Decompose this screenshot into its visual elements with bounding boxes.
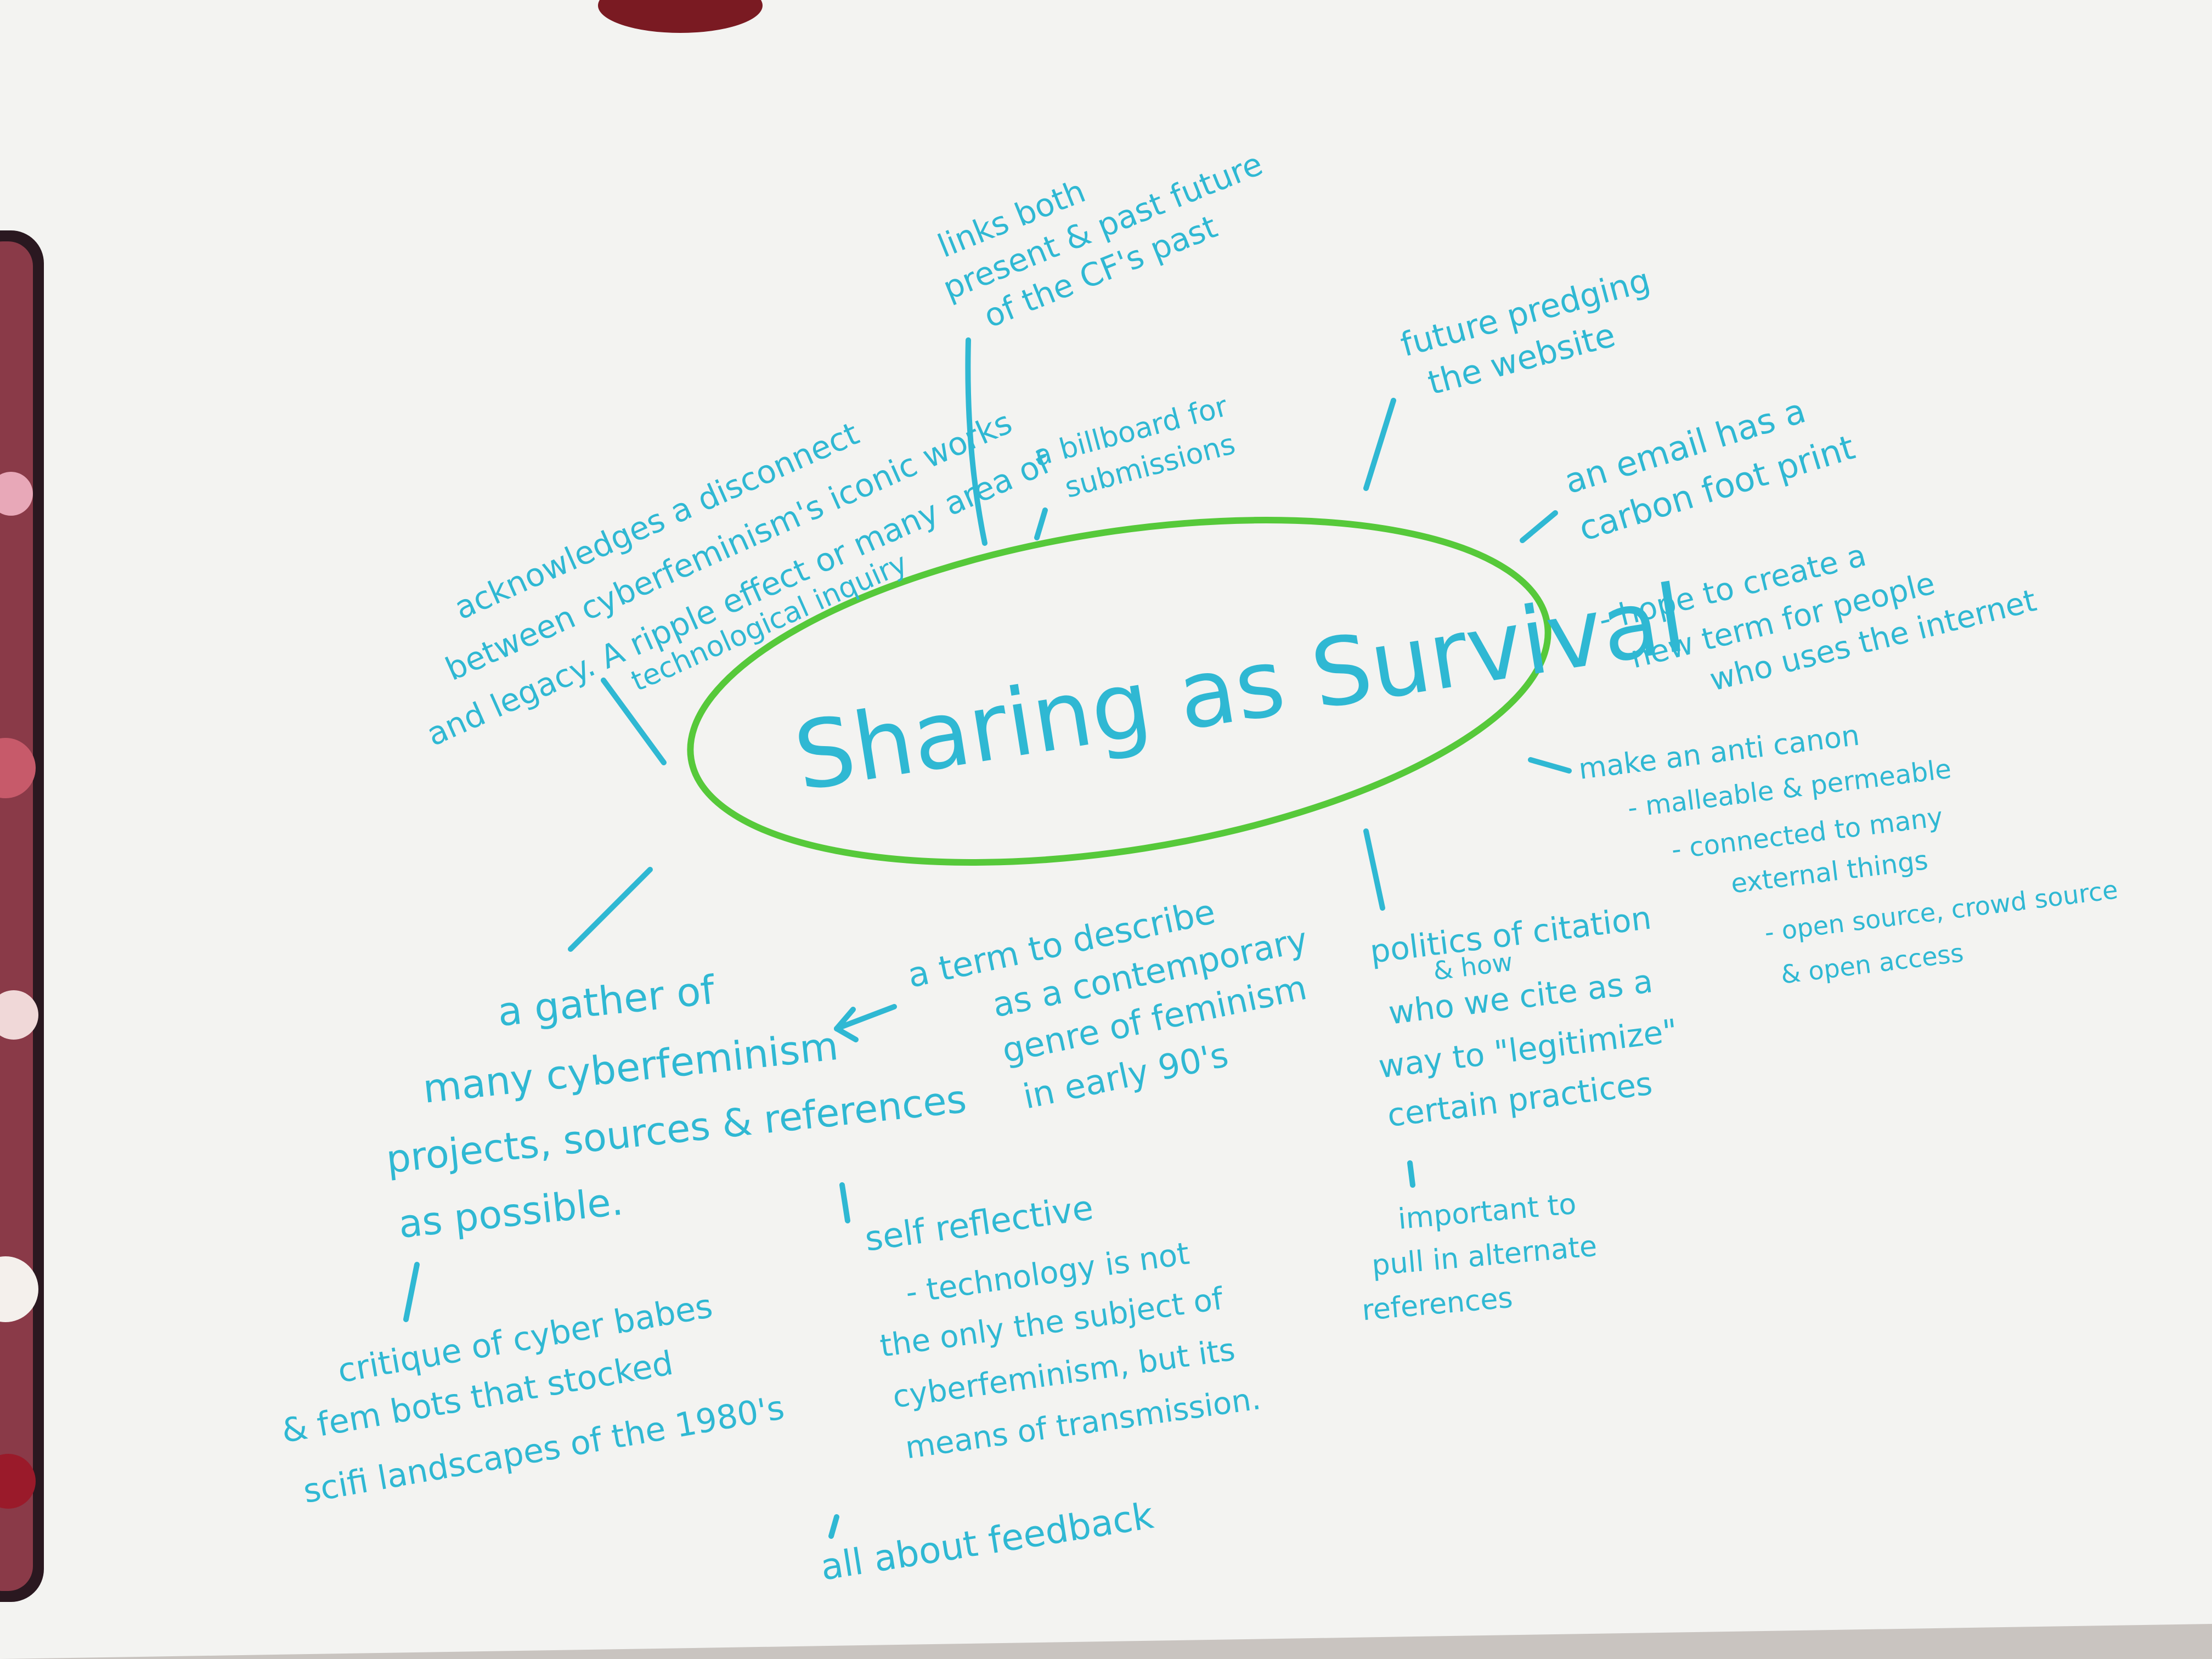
mousepad-corner: [0, 230, 44, 1602]
cup: [598, 0, 763, 33]
connector-lines: [403, 337, 1572, 1539]
note-canon: make an anti canon - malleable & permeab…: [1577, 719, 2119, 990]
center-oval: [687, 517, 1551, 866]
